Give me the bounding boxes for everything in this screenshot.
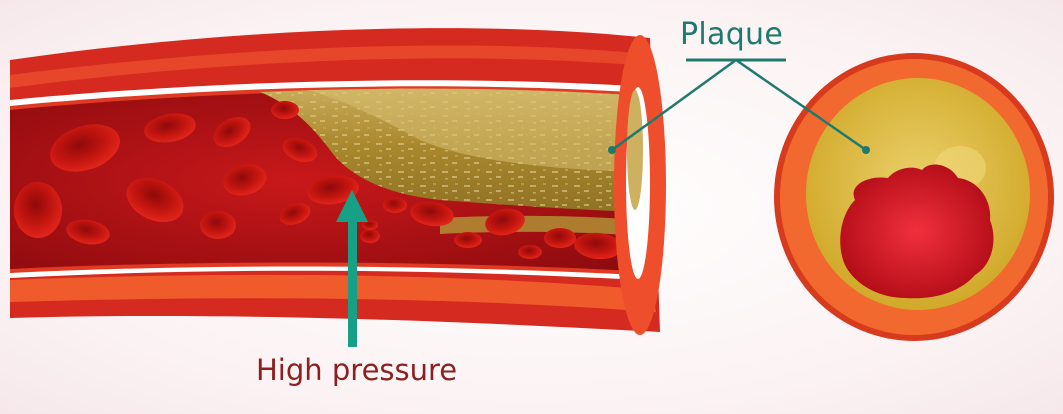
plaque-label: Plaque (680, 20, 783, 50)
red-blood-cell (383, 197, 407, 213)
red-blood-cell (271, 101, 299, 119)
red-blood-cell (454, 232, 482, 248)
pressure-arrow-shaft (348, 212, 357, 347)
red-blood-cell (360, 229, 380, 243)
plaque-pointer-dot-left (608, 146, 616, 154)
red-blood-cell (14, 182, 62, 238)
red-blood-cell (200, 211, 236, 239)
high-pressure-label: High pressure (256, 356, 457, 385)
plaque-pointer-dot-right (862, 146, 870, 154)
cross-section-lumen (840, 164, 993, 298)
red-blood-cell (544, 228, 576, 248)
artery-end-plaque (627, 90, 643, 210)
red-blood-cell (518, 245, 542, 259)
artery-cross-section (774, 53, 1054, 341)
